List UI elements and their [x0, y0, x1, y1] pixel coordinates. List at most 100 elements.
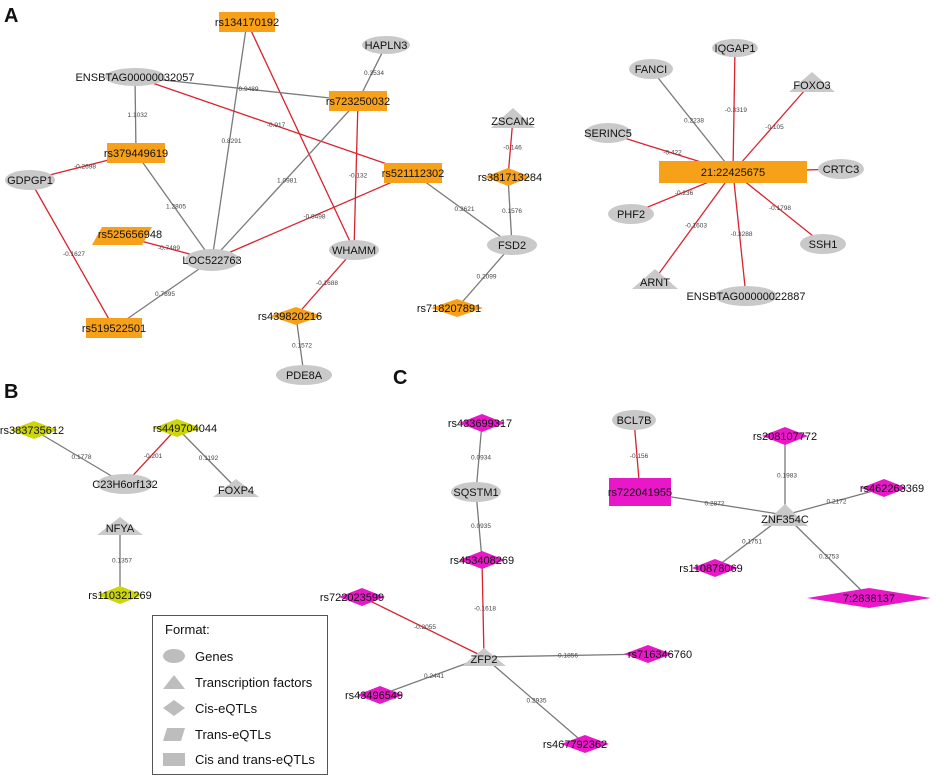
node-rs521112302: rs521112302 — [382, 163, 445, 183]
node-phf2: PHF2 — [608, 204, 654, 224]
edge-zfp2-rs716346760 — [483, 653, 649, 658]
diamond-shape — [861, 479, 907, 497]
panel-letter-a: A — [4, 5, 18, 27]
panel-letter-c: C — [393, 367, 407, 389]
edge-weight-label: -0.156 — [630, 453, 649, 460]
node-label: rs525656948 — [98, 229, 162, 241]
edge-weight-label: -0.2055 — [414, 624, 436, 631]
node-label: PDE8A — [286, 370, 323, 382]
node-label: rs467792362 — [543, 739, 607, 751]
edge-weight-label: -0.3319 — [725, 107, 747, 114]
ellipse-icon — [163, 649, 185, 663]
legend-box: Format: Genes Transcription factors Cis-… — [152, 615, 328, 775]
rect-shape — [384, 163, 442, 183]
edge-weight-label: 0.2935 — [527, 698, 547, 705]
node-label: NFYA — [106, 523, 135, 535]
node-label: CRTC3 — [823, 164, 859, 176]
node-rs379449619: rs379449619 — [104, 143, 168, 163]
edge-weight-label: -0.201 — [144, 453, 163, 460]
rect-shape — [659, 161, 807, 183]
node-ensbtag00000022887: ENSBTAG00000022887 — [686, 286, 806, 306]
node-rs723250032: rs723250032 — [326, 91, 390, 111]
edge-ensbtag00000032057-rs723250032 — [134, 76, 359, 102]
edge-weight-label: 0.1778 — [72, 454, 92, 461]
edge-iqgap1-21-22425675 — [732, 47, 736, 173]
node-nfya: NFYA — [97, 517, 143, 535]
edge-zfp2-rs467792362 — [483, 656, 586, 745]
node-label: rs379449619 — [104, 148, 168, 160]
node-label: IQGAP1 — [715, 43, 756, 55]
edge-ssh1-21-22425675 — [732, 171, 824, 245]
node-rs208107772: rs208107772 — [753, 427, 817, 445]
node-label: HAPLN3 — [365, 40, 408, 52]
edge-weight-label: -0.1688 — [316, 280, 338, 287]
node-fanci: FANCI — [629, 59, 673, 79]
node-rs722023599: rs722023599 — [320, 588, 385, 606]
node-label: PHF2 — [617, 209, 645, 221]
edge-weight-label: -0.7489 — [158, 245, 180, 252]
edge-weight-label: -0.1603 — [685, 223, 707, 230]
edge-arnt-21-22425675 — [654, 171, 734, 280]
node-label: rs723250032 — [326, 96, 390, 108]
diamond-shape — [624, 645, 672, 663]
edge-sqstm1-rs453408269 — [475, 491, 483, 561]
node-label: rs521112302 — [382, 168, 445, 180]
node-label: rs43496549 — [345, 690, 403, 702]
node-whamm: WHAMM — [329, 240, 379, 260]
ellipse-shape — [362, 36, 410, 54]
node-label: SERINC5 — [584, 128, 632, 140]
node-label: 21:22425675 — [701, 167, 765, 179]
node-label: rs453408269 — [450, 555, 514, 567]
node-hapln3: HAPLN3 — [362, 36, 410, 54]
node-label: ZNF354C — [761, 514, 809, 526]
edge-weight-label: 0.9489 — [239, 86, 259, 93]
edge-weight-label: 0.1572 — [292, 343, 312, 350]
panel-letter-layer: A B C — [4, 5, 407, 403]
node-label: rs134170192 — [215, 17, 279, 29]
node-ensbtag00000032057: ENSBTAG00000032057 — [75, 68, 195, 86]
node-label: rs439820216 — [258, 311, 322, 323]
ellipse-shape — [608, 204, 654, 224]
diamond-shape — [692, 559, 738, 577]
edge-weight-label: 0.0935 — [471, 523, 491, 530]
node-label: LOC522763 — [182, 255, 241, 267]
node-label: ZFP2 — [471, 654, 498, 666]
edge-weight-label: -0.146 — [503, 145, 522, 152]
legend-item-genes: Genes — [161, 646, 233, 666]
ellipse-shape — [105, 68, 165, 86]
node-rs716346760: rs716346760 — [624, 645, 692, 663]
edge-weight-label: 1.0981 — [277, 178, 297, 185]
node-label: ZSCAN2 — [491, 116, 534, 128]
node-label: rs722023599 — [320, 592, 384, 604]
edge-weight-label: 0.2172 — [827, 499, 847, 506]
node-zscan2: ZSCAN2 — [491, 108, 535, 128]
edge-rs521112302-loc522763 — [211, 172, 414, 261]
edge-weight-label: -0.236 — [675, 190, 694, 197]
node-gdpgp1: GDPGP1 — [5, 170, 55, 190]
node-label: rs519522501 — [82, 323, 146, 335]
triangle-shape — [789, 72, 835, 92]
node-serinc5: SERINC5 — [584, 123, 632, 143]
node-label: SSH1 — [809, 239, 838, 251]
edge-label-layer: 0.82910.35340.9489-0.9171.1032-0.1321.09… — [63, 70, 847, 705]
node-iqgap1: IQGAP1 — [712, 39, 758, 57]
edge-weight-label: 0.2099 — [477, 274, 497, 281]
edge-rs462263369-znf354c — [784, 487, 885, 516]
triangle-shape — [213, 479, 259, 497]
ellipse-shape — [97, 474, 153, 494]
rect-shape — [86, 318, 142, 338]
diamond-shape — [153, 419, 201, 437]
node-ssh1: SSH1 — [800, 234, 846, 254]
node-sqstm1: SQSTM1 — [451, 482, 501, 502]
edge-weight-label: 0.2872 — [705, 501, 725, 508]
diamond-shape — [10, 421, 58, 439]
rect-shape — [329, 91, 387, 111]
diamond-shape — [807, 588, 931, 608]
edge-weight-label: 0.2753 — [819, 554, 839, 561]
parallelogram-shape — [92, 227, 152, 245]
node-label: C23H6orf132 — [92, 479, 157, 491]
diamond-shape — [561, 735, 609, 753]
diamond-shape — [270, 307, 322, 325]
edge-whamm-rs439820216 — [295, 249, 355, 317]
